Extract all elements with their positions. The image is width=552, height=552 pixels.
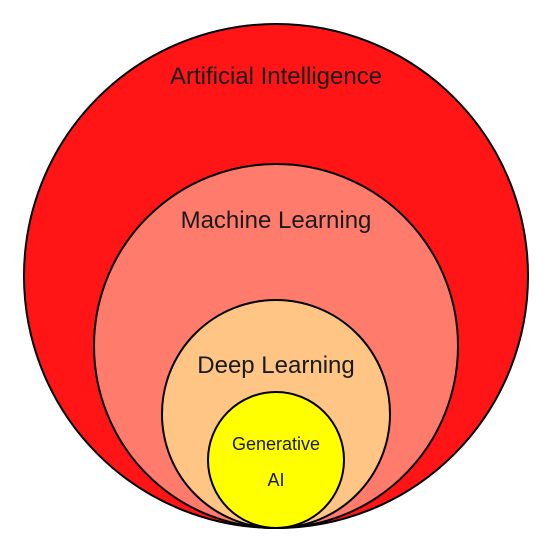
label-artificial-intelligence: Artificial Intelligence	[170, 63, 382, 90]
circle-generative-ai	[207, 391, 345, 529]
label-ai: AI	[267, 470, 284, 490]
label-generative: Generative	[232, 434, 320, 454]
label-deep-learning: Deep Learning	[197, 352, 354, 379]
label-machine-learning: Machine Learning	[181, 207, 372, 234]
